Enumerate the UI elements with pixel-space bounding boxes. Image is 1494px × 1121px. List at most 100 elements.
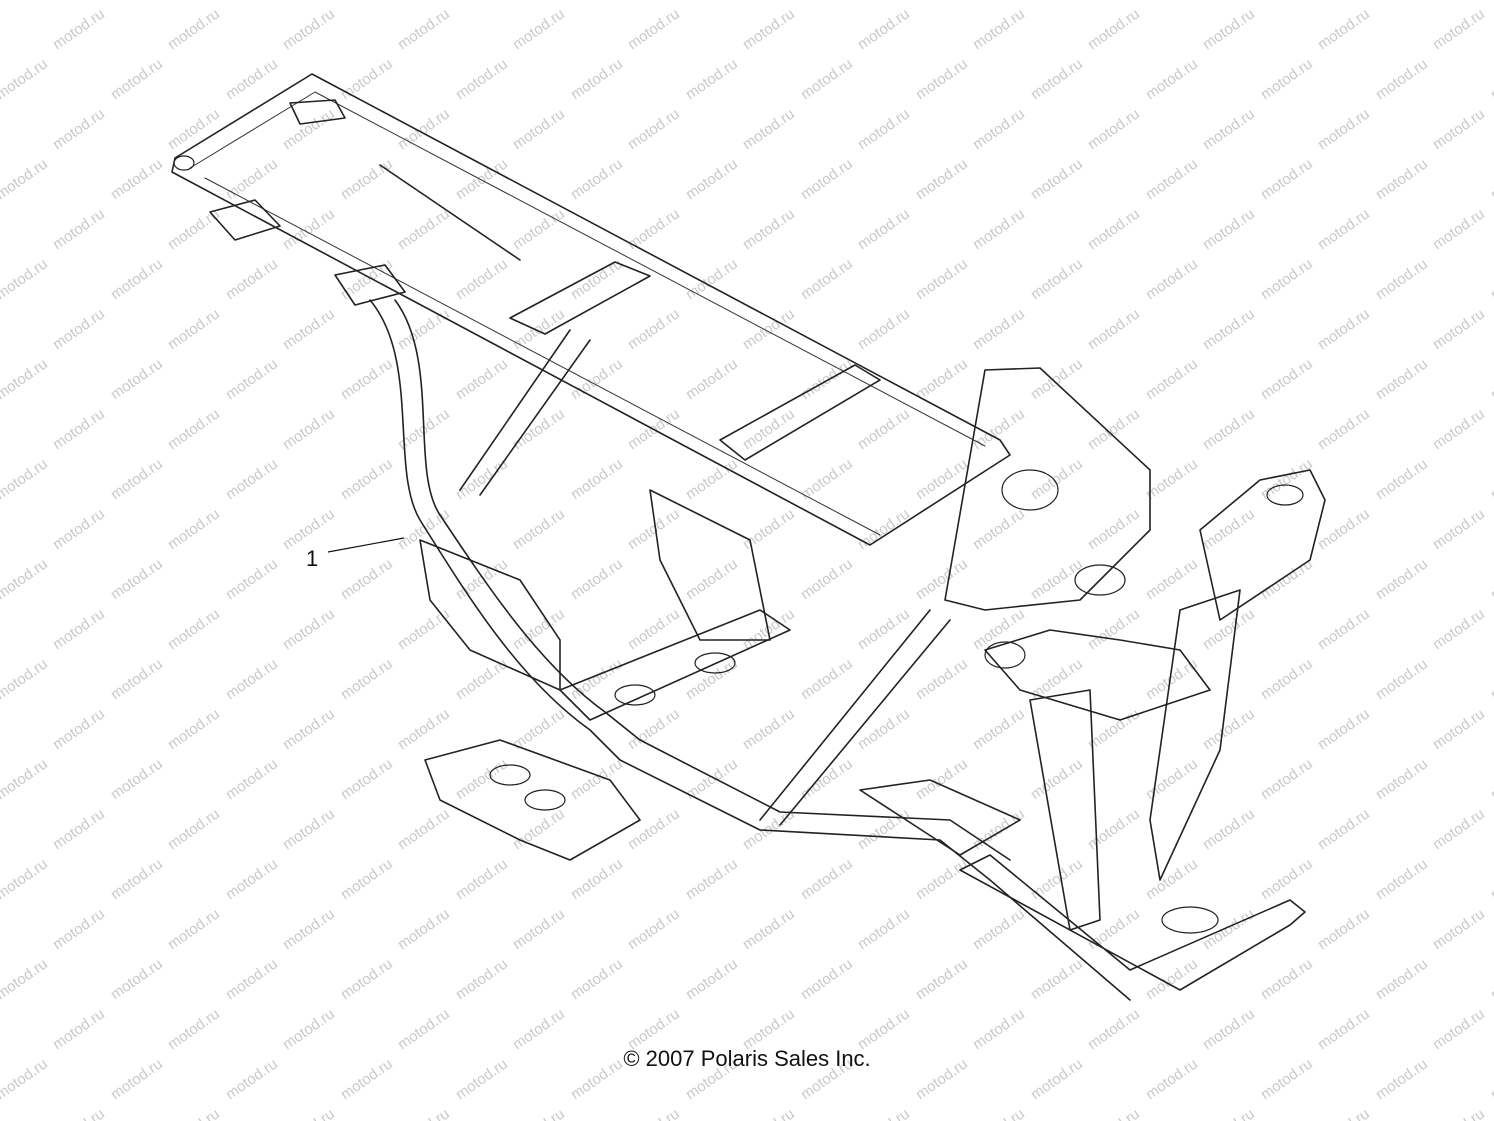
watermark-text: motod.ru xyxy=(1315,205,1373,253)
watermark-text: motod.ru xyxy=(568,555,626,603)
watermark-text: motod.ru xyxy=(395,505,453,553)
watermark-text: motod.ru xyxy=(625,905,683,953)
watermark-text: motod.ru xyxy=(453,555,511,603)
watermark-text: motod.ru xyxy=(683,855,741,903)
watermark-text: motod.ru xyxy=(855,505,913,553)
watermark-text: motod.ru xyxy=(50,205,108,253)
watermark-text: motod.ru xyxy=(1028,155,1086,203)
watermark-text: motod.ru xyxy=(223,255,281,303)
watermark-text: motod.ru xyxy=(108,255,166,303)
watermark-text: motod.ru xyxy=(1430,1105,1488,1121)
watermark-text: motod.ru xyxy=(1315,605,1373,653)
watermark-text: motod.ru xyxy=(1258,255,1316,303)
watermark-text: motod.ru xyxy=(223,655,281,703)
watermark-text: motod.ru xyxy=(280,1105,338,1121)
watermark-text: motod.ru xyxy=(970,205,1028,253)
watermark-text: motod.ru xyxy=(1258,755,1316,803)
watermark-text: motod.ru xyxy=(108,155,166,203)
watermark-text: motod.ru xyxy=(798,55,856,103)
watermark-text: motod.ru xyxy=(50,405,108,453)
watermark-text: motod.ru xyxy=(395,705,453,753)
watermark-text: motod.ru xyxy=(1315,905,1373,953)
watermark-text: motod.ru xyxy=(453,755,511,803)
watermark-text: motod.ru xyxy=(740,905,798,953)
watermark-text: motod.ru xyxy=(855,205,913,253)
watermark-text: motod.ru xyxy=(1028,555,1086,603)
watermark-text: motod.ru xyxy=(0,55,51,103)
watermark-text: motod.ru xyxy=(740,705,798,753)
watermark-text: motod.ru xyxy=(568,755,626,803)
watermark-text: motod.ru xyxy=(1430,505,1488,553)
watermark-text: motod.ru xyxy=(338,355,396,403)
watermark-text: motod.ru xyxy=(1143,955,1201,1003)
watermark-text: motod.ru xyxy=(683,0,741,3)
watermark-text: motod.ru xyxy=(50,905,108,953)
watermark-text: motod.ru xyxy=(1200,105,1258,153)
watermark-text: motod.ru xyxy=(395,1105,453,1121)
watermark-text: motod.ru xyxy=(1488,855,1494,903)
watermark-text: motod.ru xyxy=(625,705,683,753)
watermark-text: motod.ru xyxy=(1200,1105,1258,1121)
watermark-text: motod.ru xyxy=(1143,55,1201,103)
watermark-text: motod.ru xyxy=(338,855,396,903)
watermark-text: motod.ru xyxy=(338,0,396,3)
watermark-text: motod.ru xyxy=(510,105,568,153)
watermark-text: motod.ru xyxy=(108,655,166,703)
watermark-text: motod.ru xyxy=(798,155,856,203)
watermark-text: motod.ru xyxy=(50,705,108,753)
watermark-text: motod.ru xyxy=(798,0,856,3)
watermark-text: motod.ru xyxy=(1258,955,1316,1003)
watermark-text: motod.ru xyxy=(1373,355,1431,403)
watermark-text: motod.ru xyxy=(1085,405,1143,453)
watermark-text: motod.ru xyxy=(1200,5,1258,53)
watermark-text: motod.ru xyxy=(223,455,281,503)
watermark-text: motod.ru xyxy=(223,55,281,103)
watermark-text: motod.ru xyxy=(395,805,453,853)
watermark-text: motod.ru xyxy=(913,155,971,203)
watermark-text: motod.ru xyxy=(1143,355,1201,403)
watermark-text: motod.ru xyxy=(855,605,913,653)
watermark-text: motod.ru xyxy=(913,55,971,103)
watermark-text: motod.ru xyxy=(1488,255,1494,303)
watermark-text: motod.ru xyxy=(683,455,741,503)
watermark-text: motod.ru xyxy=(0,555,51,603)
watermark-text: motod.ru xyxy=(625,205,683,253)
watermark-text: motod.ru xyxy=(108,0,166,3)
watermark-text: motod.ru xyxy=(625,805,683,853)
watermark-text: motod.ru xyxy=(280,105,338,153)
watermark-text: motod.ru xyxy=(280,405,338,453)
watermark-text: motod.ru xyxy=(338,755,396,803)
watermark-text: motod.ru xyxy=(223,955,281,1003)
watermark-text: motod.ru xyxy=(913,355,971,403)
watermark-text: motod.ru xyxy=(1315,805,1373,853)
watermark-text: motod.ru xyxy=(1488,955,1494,1003)
callout-number: 1 xyxy=(306,546,318,571)
watermark-text: motod.ru xyxy=(223,555,281,603)
watermark-text: motod.ru xyxy=(453,355,511,403)
watermark-text: motod.ru xyxy=(453,155,511,203)
watermark-text: motod.ru xyxy=(855,5,913,53)
watermark-text: motod.ru xyxy=(568,55,626,103)
watermark-text: motod.ru xyxy=(108,55,166,103)
watermark-text: motod.ru xyxy=(1085,905,1143,953)
watermark-text: motod.ru xyxy=(0,855,51,903)
watermark-text: motod.ru xyxy=(568,455,626,503)
watermark-text: motod.ru xyxy=(165,5,223,53)
watermark-text: motod.ru xyxy=(50,5,108,53)
watermark-text: motod.ru xyxy=(1258,0,1316,3)
watermark-text: motod.ru xyxy=(453,955,511,1003)
watermark-text: motod.ru xyxy=(1488,0,1494,3)
watermark-text: motod.ru xyxy=(1315,105,1373,153)
watermark-text: motod.ru xyxy=(0,755,51,803)
watermark-text: motod.ru xyxy=(855,905,913,953)
watermark-text: motod.ru xyxy=(683,955,741,1003)
watermark-text: motod.ru xyxy=(1258,355,1316,403)
watermark-text: motod.ru xyxy=(1430,705,1488,753)
watermark-text: motod.ru xyxy=(683,355,741,403)
watermark-text: motod.ru xyxy=(510,205,568,253)
watermark-text: motod.ru xyxy=(165,205,223,253)
watermark-text: motod.ru xyxy=(280,605,338,653)
watermark-text: motod.ru xyxy=(338,155,396,203)
watermark-text: motod.ru xyxy=(683,255,741,303)
watermark-text: motod.ru xyxy=(913,0,971,3)
